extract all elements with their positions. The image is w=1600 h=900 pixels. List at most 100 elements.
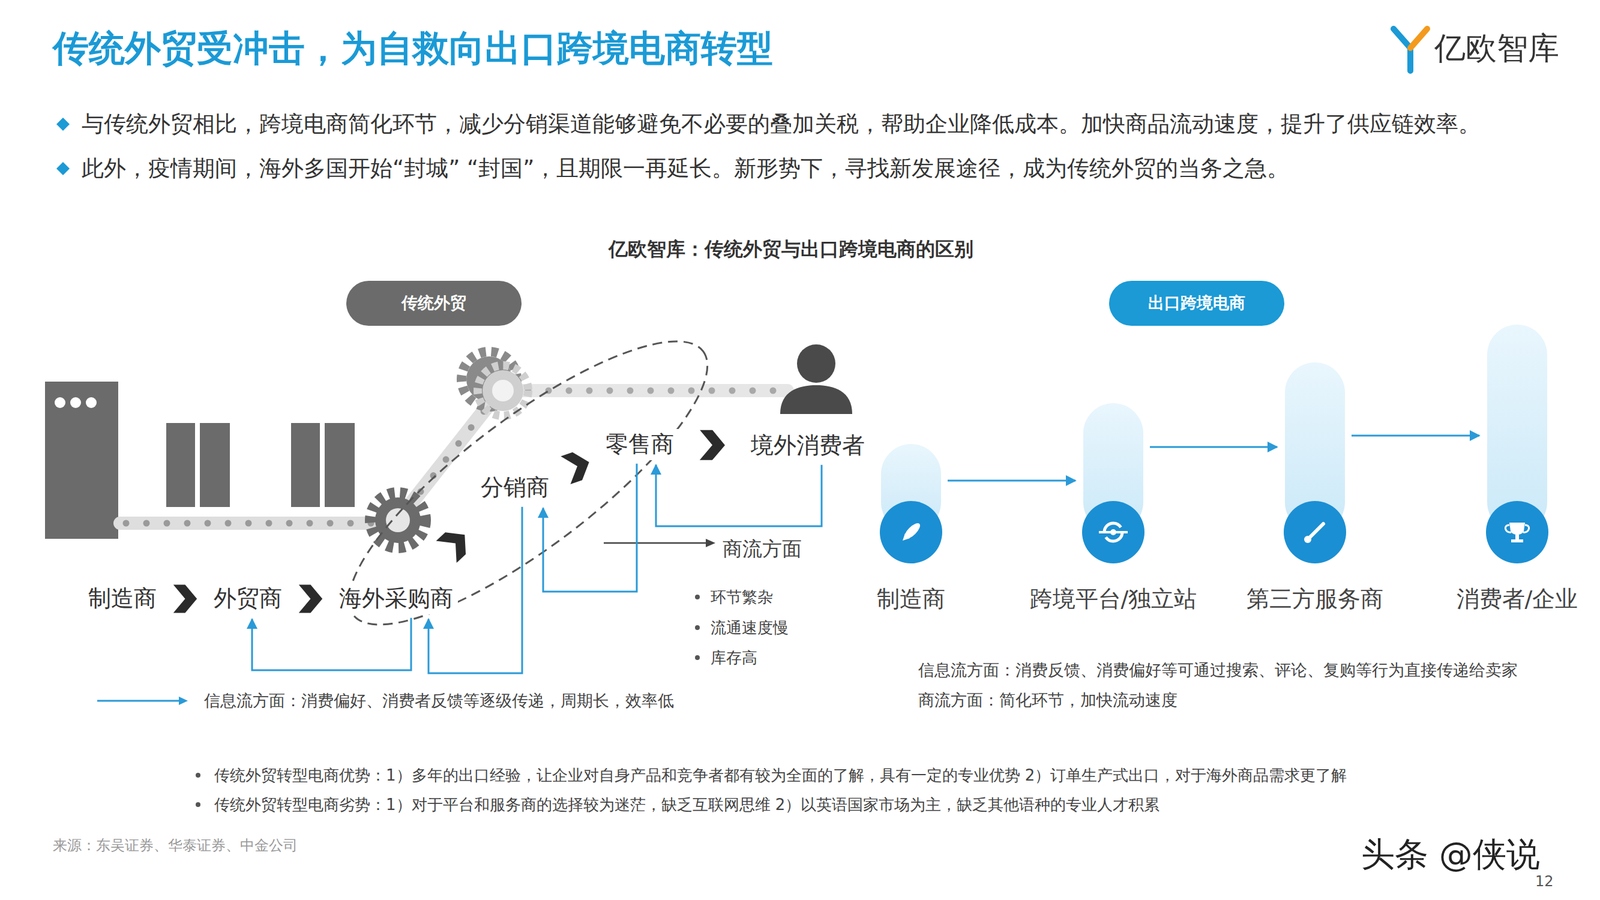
flow-label: 商流方面	[722, 536, 802, 562]
node-text: 外贸商	[213, 584, 283, 614]
list-item: 流通速度慢	[710, 618, 789, 638]
legend-text: 信息流方面：消费偏好、消费者反馈等逐级传递，周期长，效率低	[204, 690, 674, 712]
leader-arrowhead	[705, 538, 716, 548]
source-text: 来源：东吴证券、华泰证券、中金公司	[52, 836, 298, 855]
conveyor	[120, 390, 788, 524]
chevron-arrow	[436, 523, 476, 563]
note-text: 信息流方面：消费反馈、消费偏好等可通过搜索、评论、复购等行为直接传递给卖家	[918, 660, 1518, 681]
node-text: 传统外贸	[401, 292, 467, 314]
icon-circle	[1082, 501, 1145, 564]
icon-circle	[1283, 501, 1347, 564]
connector	[1351, 435, 1480, 437]
gear	[370, 351, 529, 548]
chain-node: 海外采购商	[334, 583, 458, 615]
bullet-diamond	[56, 162, 70, 176]
stage-column: 制造商	[878, 444, 945, 564]
factory-building	[45, 381, 119, 539]
connector-line	[543, 463, 637, 592]
node-text: 第三方服务商	[1246, 585, 1384, 614]
connector	[252, 618, 412, 671]
dashed-ellipse	[314, 299, 743, 667]
node-text: 制造商	[876, 585, 946, 614]
connector-line	[1149, 446, 1278, 449]
connector-line	[947, 480, 1076, 482]
trophy-base	[1511, 539, 1524, 543]
watermark: 头条 @侠说	[1361, 833, 1540, 876]
stage-column: 跨境平台/独立站	[1080, 403, 1147, 564]
category-pill: 传统外贸	[346, 280, 522, 326]
node-text: 消费者/企业	[1456, 585, 1579, 614]
chevron-arrow	[298, 585, 323, 614]
column-graphic	[1484, 324, 1551, 564]
conveyor-dots	[528, 387, 781, 395]
column-graphic	[1281, 362, 1348, 564]
icon-circle	[1485, 501, 1549, 564]
connector	[560, 448, 594, 485]
list-item: 库存高	[710, 648, 758, 668]
gear-teeth	[370, 492, 426, 548]
stage-column: 消费者/企业	[1484, 324, 1551, 564]
trophy-stem	[1515, 534, 1519, 541]
conveyor-dots	[126, 520, 391, 527]
window	[70, 397, 82, 409]
connector-line	[252, 618, 412, 671]
connector-line	[1351, 435, 1480, 437]
person-body	[780, 385, 853, 415]
window	[85, 397, 97, 409]
brush-icon	[1308, 523, 1324, 539]
column-graphic	[1080, 403, 1147, 564]
note-text: 商流方面：简化环节，加快流动速度	[918, 690, 1178, 711]
legend-line	[97, 700, 181, 703]
gear-hub	[492, 379, 514, 402]
connector	[947, 480, 1076, 482]
connector	[298, 585, 323, 614]
person-head	[796, 344, 836, 383]
factory	[45, 381, 355, 539]
node-text: 零售商	[605, 430, 674, 460]
connector	[699, 430, 725, 461]
column-graphic	[878, 444, 945, 564]
logo-text: 亿欧智库	[1434, 28, 1560, 68]
logo-icon	[1393, 28, 1428, 71]
chevron-arrow	[173, 585, 197, 614]
chain-node: 制造商	[83, 583, 162, 615]
bullet-text: 此外，疫情期间，海外多国开始“封城” “封国”，且期限一再延长。新形势下，寻找新…	[81, 154, 1290, 183]
refresh-bar	[1098, 531, 1128, 534]
list-item: 环节繁杂	[710, 587, 773, 608]
bullet-dot	[694, 655, 700, 661]
stage-column: 第三方服务商	[1281, 362, 1348, 564]
trophy-handle	[1505, 525, 1529, 533]
logo-stroke	[1393, 28, 1411, 71]
chain-node: 外贸商	[208, 583, 287, 615]
window	[54, 397, 66, 409]
building	[166, 423, 196, 508]
connector	[436, 523, 476, 563]
node-text: 海外采购商	[339, 584, 454, 614]
chart-title: 亿欧智库：传统外贸与出口跨境电商的区别	[608, 237, 974, 262]
chain-node: 零售商	[600, 429, 679, 461]
icon-circle	[879, 501, 943, 564]
note-text: 传统外贸转型电商劣势：1）对于平台和服务商的选择较为迷茫，缺乏互联网思维 2）以…	[214, 795, 1160, 816]
chevron-arrow	[560, 448, 594, 485]
gear-hub	[385, 508, 410, 533]
gear-body	[482, 370, 524, 412]
node-text: 制造商	[88, 584, 157, 614]
chain-node: 分销商	[475, 472, 554, 504]
brush-tip	[1304, 535, 1312, 544]
connector	[173, 585, 197, 614]
node-text: 分销商	[480, 473, 550, 503]
node-text: 跨境平台/独立站	[1029, 585, 1198, 614]
rocket-flame	[902, 533, 910, 541]
bullet-diamond	[56, 117, 70, 131]
category-pill: 出口跨境电商	[1109, 280, 1285, 326]
connector	[543, 463, 637, 592]
page-title: 传统外贸受冲击，为自救向出口跨境电商转型	[52, 25, 773, 71]
chain-node: 境外消费者	[745, 430, 870, 462]
bullet-dot	[195, 772, 201, 778]
conveyor-belt	[120, 516, 398, 530]
building	[199, 423, 230, 508]
bullet-dot	[694, 594, 700, 600]
leader-line	[603, 542, 707, 545]
gear-body	[375, 497, 421, 544]
connector	[1149, 447, 1278, 448]
